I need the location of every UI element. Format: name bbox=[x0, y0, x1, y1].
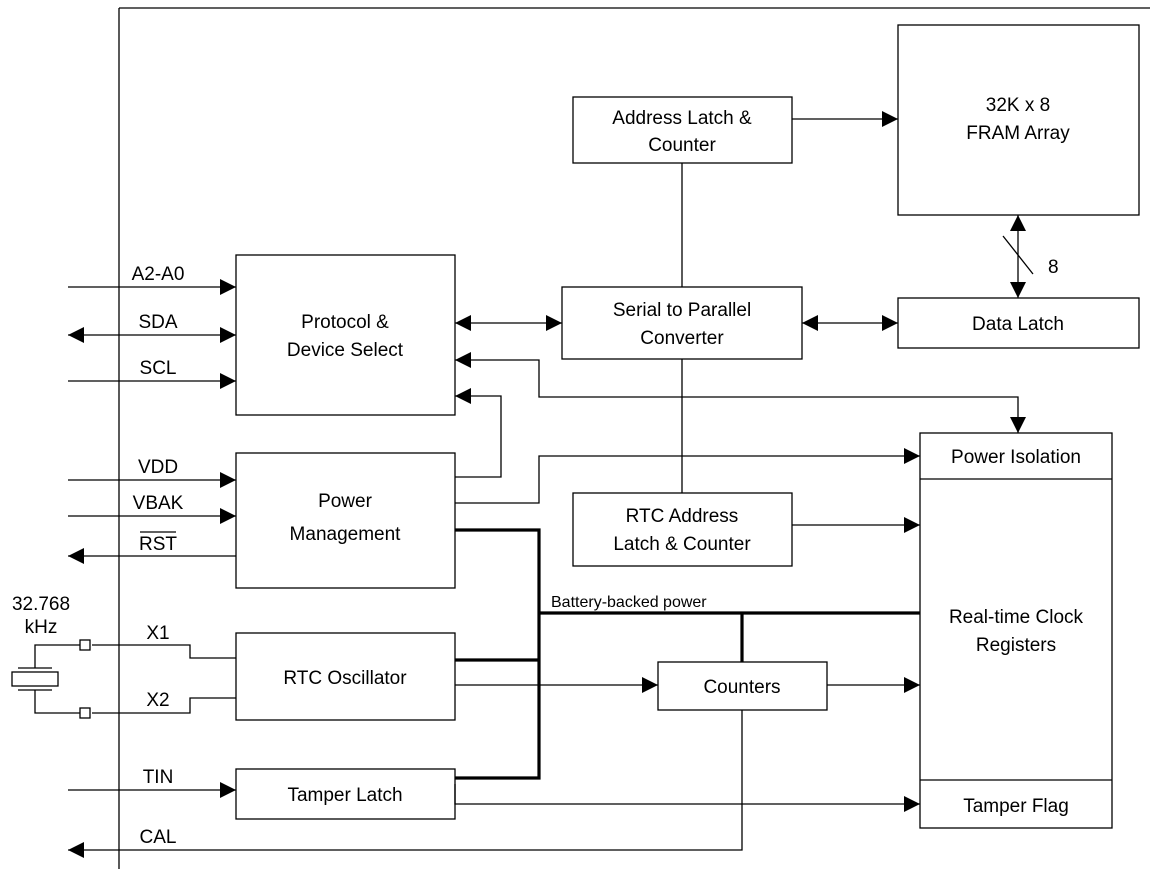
pin-sda: SDA bbox=[68, 312, 236, 343]
pin-rst-label: RST bbox=[139, 534, 177, 555]
pin-tin-label: TIN bbox=[143, 767, 174, 788]
protocol-power-isolation-arrow bbox=[455, 352, 1026, 433]
rtc-address-latch-label-line2: Latch & Counter bbox=[613, 534, 751, 555]
tamper-latch-label: Tamper Latch bbox=[287, 785, 402, 806]
pin-vdd-label: VDD bbox=[138, 457, 178, 478]
battery-backed-power-bus bbox=[455, 528, 920, 780]
address-latch-label-line1: Address Latch & bbox=[612, 108, 752, 129]
tamper-flag-label: Tamper Flag bbox=[963, 796, 1069, 817]
fram-array-label-line2: FRAM Array bbox=[966, 123, 1070, 144]
pin-vbak: VBAK bbox=[68, 493, 236, 524]
bus-width-label: 8 bbox=[1048, 257, 1059, 278]
power-to-isolation-arrow bbox=[455, 448, 920, 504]
fram-array-block: 32K x 8 FRAM Array bbox=[897, 24, 1140, 216]
power-management-block: Power Management bbox=[235, 452, 456, 589]
pin-x2-label: X2 bbox=[146, 690, 169, 711]
pin-cal: CAL bbox=[68, 710, 743, 858]
pin-scl-label: SCL bbox=[140, 358, 177, 379]
pin-rst: RST bbox=[68, 531, 236, 564]
crystal-icon bbox=[11, 639, 91, 719]
serial-parallel-converter-block: Serial to Parallel Converter bbox=[561, 286, 803, 360]
pin-scl: SCL bbox=[68, 358, 236, 389]
protocol-label-line2: Device Select bbox=[287, 340, 404, 361]
pin-tin: TIN bbox=[68, 767, 236, 798]
rtc-oscillator-label: RTC Oscillator bbox=[283, 668, 407, 689]
power-management-label-line1: Power bbox=[318, 491, 373, 512]
power-isolation-label: Power Isolation bbox=[951, 447, 1081, 468]
power-to-protocol-arrow bbox=[455, 388, 502, 478]
serial-parallel-label-line2: Converter bbox=[640, 328, 724, 349]
pin-vdd: VDD bbox=[68, 457, 236, 488]
pin-a2a0-label: A2-A0 bbox=[132, 264, 185, 285]
rtc-registers-label-line2: Registers bbox=[976, 635, 1056, 656]
pin-x1-label: X1 bbox=[146, 623, 169, 644]
chip-boundary bbox=[118, 7, 1150, 869]
rtc-registers-label-line1: Real-time Clock bbox=[949, 607, 1084, 628]
address-latch-label-line2: Counter bbox=[648, 135, 716, 156]
bus-slash bbox=[1002, 235, 1034, 275]
power-management-label-line2: Management bbox=[290, 524, 402, 545]
pin-x2: X2 bbox=[92, 690, 236, 714]
tamper-latch-to-flag-arrow bbox=[454, 784, 920, 812]
pin-vbak-label: VBAK bbox=[133, 493, 184, 514]
pin-cal-label: CAL bbox=[140, 827, 177, 848]
pin-a2a0: A2-A0 bbox=[68, 264, 236, 295]
counters-label: Counters bbox=[703, 677, 780, 698]
pin-sda-label: SDA bbox=[138, 312, 177, 333]
serial-parallel-label-line1: Serial to Parallel bbox=[613, 300, 751, 321]
crystal-freq-label-line2: kHz bbox=[25, 617, 58, 638]
rtc-address-latch-block: RTC Address Latch & Counter bbox=[572, 492, 793, 567]
tamper-latch-block: Tamper Latch bbox=[235, 768, 456, 820]
rtc-registers-block: Power Isolation Real-time Clock Register… bbox=[919, 432, 1113, 829]
counters-block: Counters bbox=[657, 661, 828, 711]
rtc-address-latch-label-line1: RTC Address bbox=[626, 506, 739, 527]
crystal-freq-label-line1: 32.768 bbox=[12, 594, 70, 615]
rtc-oscillator-block: RTC Oscillator bbox=[235, 632, 456, 721]
data-latch-block: Data Latch bbox=[897, 297, 1140, 349]
address-latch-counter-block: Address Latch & Counter bbox=[572, 96, 793, 164]
protocol-label-line1: Protocol & bbox=[301, 312, 389, 333]
fram-array-label-line1: 32K x 8 bbox=[986, 95, 1050, 116]
battery-backed-label: Battery-backed power bbox=[551, 594, 707, 611]
protocol-device-select-block: Protocol & Device Select bbox=[235, 254, 456, 416]
data-latch-label: Data Latch bbox=[972, 314, 1064, 335]
pin-x1: X1 bbox=[92, 623, 236, 659]
